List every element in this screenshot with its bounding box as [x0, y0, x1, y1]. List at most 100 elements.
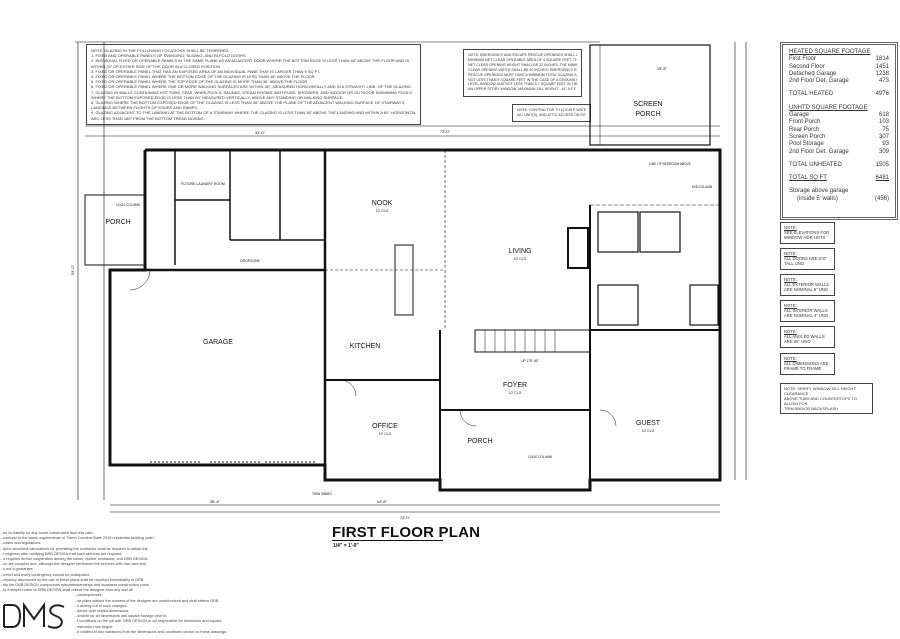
sqft-label: 2nd Floor Det. Garage — [789, 148, 849, 155]
sqft-value: 1814 — [875, 56, 889, 63]
disclaimer-line: ...on are complex and, although the desi… — [0, 562, 146, 567]
room-garage: GARAGE — [203, 339, 233, 346]
disclaimer-line: ...se plans without the consent of the d… — [74, 598, 219, 603]
egress-note-line: CLEAR OPENING WIDTH SHALL BE 20 INCHES. … — [468, 67, 577, 72]
twin-window-label: TWIN 3056E2 — [312, 492, 332, 496]
side-note-title: NOTE: — [784, 225, 797, 230]
ceiling-label: 10' CLG — [642, 429, 655, 433]
sqft-value: 618 — [878, 112, 889, 119]
side-note-title: NOTE: — [784, 303, 797, 308]
disclaimer-line: ...dence over scaled dimensions. — [74, 609, 130, 614]
egress-note-line: MINIMUM NET CLEAR OPERABLE AREA OF 4 SQU… — [468, 57, 577, 62]
column-left-label: 10X10 COLUMN — [116, 203, 141, 207]
column-right-label: 5X5 COLUMN — [692, 185, 713, 189]
total-sqft-label: TOTAL SQ FT — [789, 175, 827, 182]
side-note-title: NOTE: — [784, 329, 797, 334]
total-unheated-value: 1505 — [875, 161, 889, 168]
total-heated-value: 4976 — [875, 91, 889, 98]
glazing-note-line: 6. FIXED OR OPERABLE PANEL WHERE ONE OR … — [91, 84, 412, 90]
sqft-label: Front Porch — [789, 119, 821, 126]
sqft-value: 93 — [882, 141, 889, 148]
glazing-note-line: WHERE THE BOTTOM EXPOSED EDGE IS LESS TH… — [91, 94, 344, 100]
side-note-title: NOTE: — [784, 277, 797, 282]
dim-overall-depth: 53'-0" — [70, 264, 75, 275]
column-front-label: 10X10 COLUMN — [528, 455, 553, 459]
glazing-note-line: 8. GLAZING WHERE THE BOTTOM EXPOSED EDGE… — [91, 100, 406, 106]
window-note-line: ABOVE TUBS AND COUNTERTOPS TO ALLOW FOR — [784, 396, 857, 406]
room-porch-left: PORCH — [105, 219, 130, 226]
side-note-text: WINDOW HDR HGTS — [784, 235, 826, 241]
sqft-value: 307 — [878, 133, 889, 140]
storage-label-2: (inside 5' walls) — [797, 195, 838, 202]
window-note-line: NOTE: VERIFY WINDOW SILL HEIGHT CLEARANC… — [784, 386, 856, 396]
disclaimer-line: ...es no liability for any home construc… — [0, 531, 94, 535]
disclaimer-line: ...tify the DRB DESIGN compounds misunde… — [0, 583, 150, 588]
side-note-text: ALL EXTERIOR WALLS — [784, 282, 830, 288]
sqft-label: Garage — [789, 112, 810, 119]
ceiling-label: 10' CLG — [376, 209, 389, 213]
side-note-text: TALL UNO — [784, 261, 805, 267]
dim-bottom-left: 38'-4" — [210, 499, 221, 504]
disclaimer-line: ...n requires further cooperation among … — [0, 557, 149, 562]
glazing-note-line: LANDINGS BETWEEN FLIGHTS OF STAIRS AND R… — [91, 105, 197, 111]
disclaimer-line: ...quire structural calculations for per… — [0, 546, 148, 551]
sqft-label: 2nd Floor Det. Garage — [789, 78, 849, 85]
contractor-note-line: NOTE: CONTRACTOR TO LOCATE WATER HEATER, — [517, 108, 586, 112]
unheated-row: Garage 618 — [789, 112, 889, 119]
total-sqft-value: 6481 — [875, 175, 889, 182]
window-sill-note: NOTE: VERIFY WINDOW SILL HEIGHT CLEARANC… — [780, 383, 873, 414]
room-nook: NOOK — [372, 200, 393, 207]
contractor-note-line: A/C UNIT(S), AND ATTIC ACCESS ON SITE. — [517, 112, 586, 117]
side-note-text: FRAME TO FRAME — [784, 366, 822, 372]
glazing-note-line: 4. FIXED OR OPERABLE PANEL WHERE THE BOT… — [91, 74, 316, 80]
disclaimer-line: ...s not a guarantee. — [0, 567, 34, 572]
total-heated-label: TOTAL HEATED — [789, 91, 834, 98]
title-underline — [332, 540, 443, 541]
glazing-note-line: NOTE: GLAZING IN THE FOLLOWING LOCATIONS… — [91, 48, 230, 53]
sqft-value: 103 — [878, 119, 889, 126]
disclaimer-line: ...conform to the latest requirements of… — [0, 536, 156, 541]
sqft-label: Detached Garage — [789, 70, 837, 77]
sqft-value: 309 — [878, 148, 889, 155]
ceiling-label: 10' CLG — [379, 432, 392, 436]
disclaimer-line: ...e notified of any variations from the… — [74, 629, 228, 634]
disclaimer-line: ...repancy discovered by the use of thes… — [0, 577, 144, 582]
storage-label-1: Storage above garage — [789, 188, 849, 195]
side-note-title: NOTE: — [784, 251, 797, 256]
room-dropzone: DROPZONE — [240, 259, 261, 263]
disclaimer-line: ...codes and regulations. — [0, 541, 42, 546]
glazing-note: NOTE: GLAZING IN THE FOLLOWING LOCATIONS… — [86, 44, 421, 125]
glazing-note-line: WITHIN 24" OF EITHER SIDE OF THE DOOR IN… — [91, 63, 221, 69]
side-note-text: ARE NOMINAL 6" UNO — [784, 287, 829, 293]
glazing-note-line: 1. FIXED AND OPERABLE PANELS OF SWINGING… — [91, 53, 246, 59]
egress-note-line: RESCUE OPENINGS MUST HAVE A MINIMUM TOTA… — [468, 72, 577, 77]
disclaimer-line: ...s arising out of such changes. — [74, 603, 128, 608]
storage-value: (456) — [874, 195, 889, 202]
side-note-text: SEE ELEVATIONS FOR — [784, 230, 830, 236]
unheated-title: UNHTD SQUARE FOOTAGE — [789, 104, 868, 111]
egress-note-line: LEVEL WINDOW AND NOT LESS THAN 5.7 SQUAR… — [468, 82, 577, 87]
side-note-text: ALL DOORS ARE 8'-0" — [784, 256, 827, 262]
disclaimer-line: ...erfect and every contingency cannot b… — [0, 572, 90, 577]
glazing-note-line: 3. FIXED OR OPERABLE PANEL THAT HAS AN E… — [91, 68, 321, 74]
room-screen-porch-2: PORCH — [635, 111, 660, 118]
room-future-laundry: FUTURE LAUNDRY ROOM — [181, 182, 225, 186]
dms-logo-image — [3, 601, 65, 629]
side-note-text: ALL INTERIOR WALLS — [784, 308, 828, 314]
unheated-row: Front Porch 103 — [789, 119, 889, 126]
total-heated-row: TOTAL HEATED 4976 — [789, 91, 889, 98]
dms-logo — [0, 601, 70, 631]
dim-screen-depth: 15'-8" — [657, 66, 668, 71]
egress-note-line: AN UPPER STORY WINDOW. MAXIMUM SILL HEIG… — [468, 87, 577, 92]
egress-note-line: NOT LESS THAN 5 SQUARE FEET IN THE CASE … — [468, 77, 577, 82]
total-unheated-label: TOTAL UNHEATED — [789, 161, 842, 168]
disclaimer-line: ...l engineer after notifying DRB DESIGN… — [0, 551, 123, 556]
